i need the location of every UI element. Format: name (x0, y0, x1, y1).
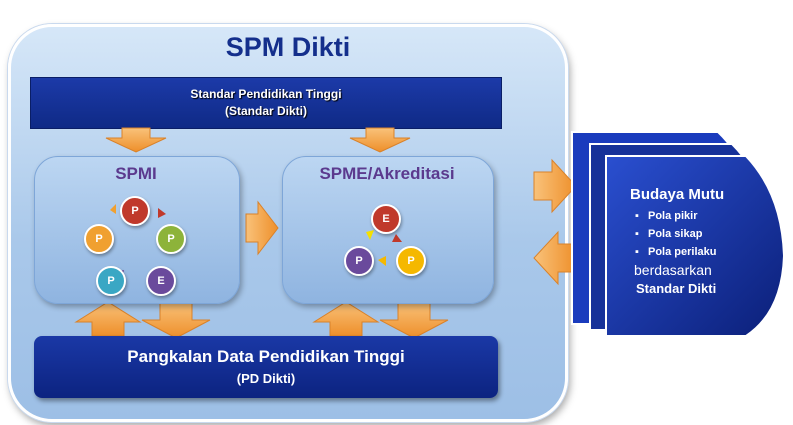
spme-node-right: P (396, 246, 426, 276)
budaya-standard: Standar Dikti (636, 281, 717, 296)
spmi-node-left: P (84, 224, 114, 254)
spmi-node-evaluate: E (146, 266, 176, 296)
pd-bar-line2: (PD Dikti) (236, 371, 296, 386)
budaya-mutu-text: Budaya Mutu Pola pikir Pola sikap Pola p… (630, 186, 780, 299)
arrow-up-pd-to-spmi (74, 301, 142, 337)
spmi-node-right: P (156, 224, 186, 254)
arrow-down-to-spmi (105, 127, 167, 153)
arrow-down-to-spme (349, 127, 411, 153)
budaya-item-pola-pikir: Pola pikir (635, 207, 780, 225)
budaya-mutu-list: Pola pikir Pola sikap Pola perilaku (630, 207, 780, 261)
pd-bar-line1: Pangkalan Data Pendidikan Tinggi (127, 347, 405, 366)
arrow-right-spmi-to-spme (245, 200, 279, 256)
budaya-based-on: berdasarkan (634, 262, 712, 278)
spmi-title: SPMI (115, 164, 157, 183)
standar-bar-line2: (Standar Dikti) (224, 104, 307, 118)
spme-node-left: P (344, 246, 374, 276)
budaya-mutu-title: Budaya Mutu (630, 186, 725, 203)
arrow-right-to-budaya (533, 158, 577, 214)
spme-title: SPME/Akreditasi (319, 164, 455, 183)
spmi-panel (34, 156, 240, 304)
spmi-node-plan-top: P (120, 196, 150, 226)
arrow-down-spmi-to-pd (141, 301, 211, 339)
standar-bar-line1: Standar Pendidikan Tinggi (190, 87, 342, 101)
arrow-up-pd-to-spme (312, 301, 380, 337)
arrow-down-spme-to-pd (379, 301, 449, 339)
spmi-node-bottom-left: P (96, 266, 126, 296)
spme-node-evaluate: E (371, 204, 401, 234)
pd-dikti-bar: Pangkalan Data Pendidikan Tinggi (PD Dik… (34, 336, 498, 398)
standar-pendidikan-tinggi-bar: Standar Pendidikan Tinggi (Standar Dikti… (30, 77, 502, 129)
spme-cycle-arrows (366, 230, 402, 266)
spm-dikti-title: SPM Dikti (225, 32, 351, 62)
budaya-item-pola-perilaku: Pola perilaku (635, 243, 780, 261)
budaya-item-pola-sikap: Pola sikap (635, 225, 780, 243)
